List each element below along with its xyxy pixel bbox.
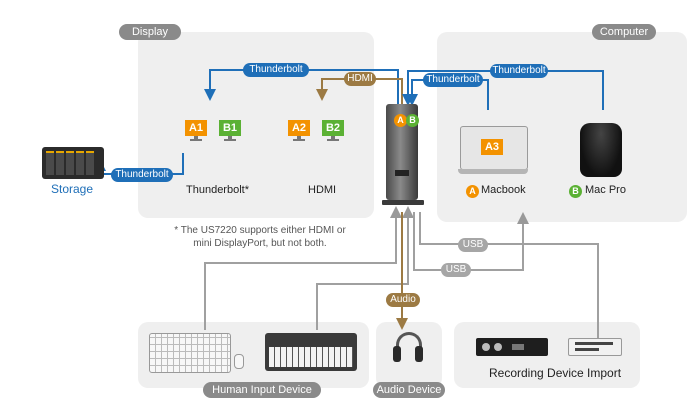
macpro-badge-b: B [569,185,582,198]
usb-cardreader-line [419,212,599,338]
thunderbolt-display-caption: Thunderbolt* [186,184,249,196]
computer-group-label: Computer [592,24,656,40]
usb-label-upper: USB [458,238,488,252]
storage-label: Storage [51,182,94,196]
dock-badge-a: A [394,114,407,127]
piano-keyboard-icon [265,333,357,371]
footnote-line-1: * The US7220 supports either HDMI or [174,225,346,236]
dock-badge-b: B [406,114,419,127]
usb-label-lower: USB [441,263,471,277]
macbook-label: Macbook [481,184,526,196]
monitor-b1-label: B1 [219,120,241,136]
mouse-icon [234,354,244,369]
thunderbolt-macbook-label: Thunderbolt [423,73,483,87]
macbook-badge-a: A [466,185,479,198]
monitor-a1-label: A1 [185,120,207,136]
footnote: * The US7220 supports either HDMI or min… [150,224,370,250]
monitor-b2-label: B2 [322,120,344,136]
audio-group-label: Audio Device [373,382,445,398]
macpro-icon [580,123,622,177]
recording-group-label: Recording Device Import [489,366,622,380]
keyboard-icon [149,333,231,373]
hid-group-label: Human Input Device [203,382,321,398]
headset-icon [393,332,423,370]
thunderbolt-storage-label: Thunderbolt [111,168,173,182]
monitor-a2-label: A2 [288,120,310,136]
usb-piano-line [316,206,414,330]
footnote-line-2: mini DisplayPort, but not both. [193,238,327,249]
usb-keyboard-line [204,206,402,330]
storage-nas-icon [42,147,104,179]
capture-device-icon [476,338,548,356]
audio-link-label: Audio [386,293,420,307]
hdmi-label: HDMI [344,72,376,86]
macpro-label: Mac Pro [585,184,626,196]
hdmi-display-caption: HDMI [308,184,337,196]
monitor-a3-label: A3 [481,139,503,155]
thunderbolt-display-label: Thunderbolt [243,63,309,77]
card-reader-icon [568,338,622,356]
dock-base [382,200,424,205]
thunderbolt-macpro-label: Thunderbolt [490,64,548,78]
display-group-label: Display [119,24,181,40]
